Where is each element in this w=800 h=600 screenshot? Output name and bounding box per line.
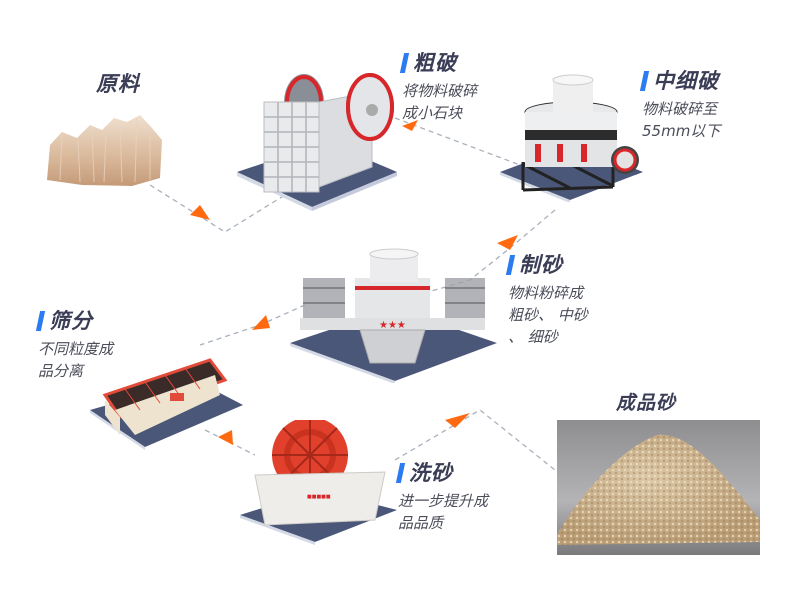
- svg-text:★★★: ★★★: [379, 320, 406, 331]
- arrow-icon: [252, 315, 270, 330]
- step-desc-line: 不同粒度成: [38, 340, 114, 358]
- step-desc-line: 将物料破碎: [402, 82, 478, 100]
- step-coarse: 粗破 将物料破碎 成小石块: [399, 50, 478, 124]
- step-desc-line: 物料破碎至: [642, 100, 718, 118]
- step-title: 粗破: [413, 51, 457, 75]
- step-title: 制砂: [519, 253, 563, 277]
- step-desc-line: 品品质: [398, 514, 444, 532]
- step-title: 洗砂: [409, 461, 453, 485]
- arrow-icon: [218, 430, 233, 445]
- raw-material-label: 原料: [96, 72, 140, 96]
- step-desc-line: 粗砂、 中砂: [508, 306, 588, 324]
- arrow-icon: [402, 120, 418, 131]
- vsi-sand-maker-image: ★★★: [290, 248, 497, 383]
- step-desc-line: 成小石块: [402, 104, 463, 122]
- step-title: 筛分: [49, 309, 93, 333]
- accent-bar: [395, 463, 406, 483]
- sand-pile-image: [557, 420, 760, 555]
- product-label: 成品砂: [616, 392, 677, 414]
- step-desc-line: 进一步提升成: [398, 492, 489, 510]
- accent-bar: [35, 311, 46, 331]
- step-medium-fine: 中细破 物料破碎至 55mm以下: [639, 68, 721, 142]
- step-sand-making: 制砂 物料粉碎成 粗砂、 中砂 、 细砂: [505, 252, 588, 348]
- cone-crusher-image: [500, 74, 643, 202]
- accent-bar: [639, 71, 650, 91]
- arrow-icon: [445, 413, 470, 428]
- step-screening: 筛分 不同粒度成 品分离: [35, 308, 114, 382]
- step-desc-line: 物料粉碎成: [508, 284, 584, 302]
- step-desc-line: 品分离: [38, 362, 84, 380]
- step-desc-line: 55mm以下: [642, 122, 721, 140]
- step-desc-line: 、 细砂: [508, 328, 558, 346]
- accent-bar: [505, 255, 516, 275]
- step-washing: 洗砂 进一步提升成 品品质: [395, 460, 489, 534]
- svg-text:■■■■■: ■■■■■: [307, 494, 331, 500]
- arrow-icon: [190, 205, 210, 220]
- arrow-icon: [497, 235, 518, 250]
- accent-bar: [399, 53, 410, 73]
- vibrating-screen-image: [90, 358, 243, 450]
- raw-stone-image: [47, 115, 162, 186]
- jaw-crusher-image: [237, 73, 397, 211]
- step-title: 中细破: [653, 69, 719, 93]
- wheel-sand-washer-image: ■■■■■: [240, 420, 397, 545]
